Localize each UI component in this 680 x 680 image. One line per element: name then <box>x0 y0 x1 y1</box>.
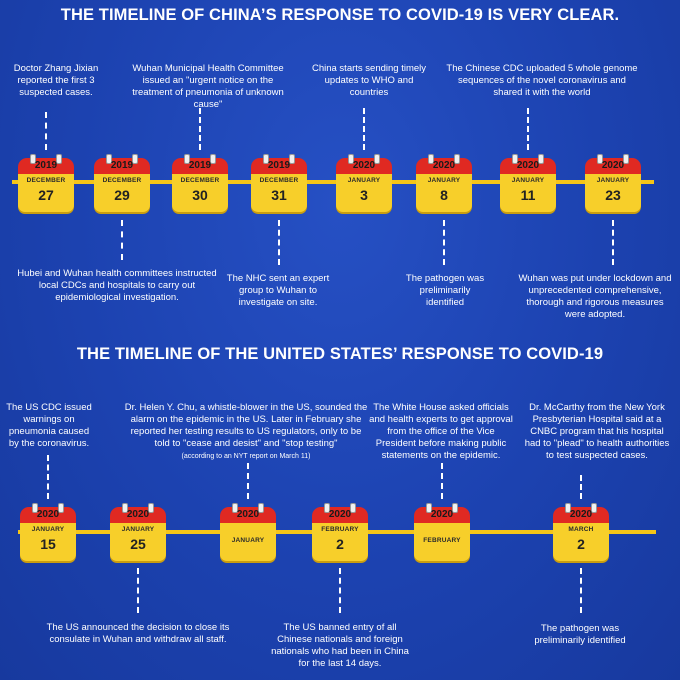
event-note-text: Dr. Helen Y. Chu, a whistle-blower in th… <box>124 402 368 449</box>
calendar-day: 3 <box>360 187 368 203</box>
calendar-month: DECEMBER <box>180 177 220 184</box>
calendar-month: JANUARY <box>596 177 630 184</box>
calendar-day: 15 <box>40 536 56 552</box>
calendar-day: 27 <box>38 187 54 203</box>
calendar-month: FEBRUARY <box>423 537 461 544</box>
connector-line <box>278 220 280 265</box>
event-note-source: (according to an NYT report on March 11) <box>181 453 311 460</box>
calendar-month: DECEMBER <box>102 177 142 184</box>
event-note: Doctor Zhang Jixian reported the first 3… <box>13 63 99 98</box>
event-note: The US CDC issued warnings on pneumonia … <box>6 402 92 449</box>
calendar-icon: 2020 MARCH 2 <box>553 503 609 561</box>
connector-line <box>137 568 139 613</box>
calendar-month: JANUARY <box>121 526 155 533</box>
calendar-year: 2020 <box>36 509 60 520</box>
calendar-icon: 2020 FEBRUARY <box>414 503 470 561</box>
event-note: The NHC sent an expert group to Wuhan to… <box>226 273 330 308</box>
china-title: THE TIMELINE OF CHINA’S RESPONSE TO COVI… <box>60 6 620 24</box>
connector-line <box>339 568 341 613</box>
calendar-year: 2019 <box>34 160 58 171</box>
calendar-icon: 2020 JANUARY 23 <box>585 154 641 212</box>
calendar-icon: 2020 FEBRUARY 2 <box>312 503 368 561</box>
calendar-month: JANUARY <box>31 526 65 533</box>
us-title: THE TIMELINE OF THE UNITED STATES’ RESPO… <box>76 345 604 363</box>
calendar-year: 2020 <box>236 509 260 520</box>
calendar-icon: 2020 JANUARY 8 <box>416 154 472 212</box>
calendar-icon: 2020 JANUARY 3 <box>336 154 392 212</box>
connector-line <box>527 108 529 150</box>
calendar-icon: 2019 DECEMBER 31 <box>251 154 307 212</box>
calendar-day: 31 <box>271 187 287 203</box>
calendar-month: DECEMBER <box>259 177 299 184</box>
event-note: The pathogen was preliminarily identifie… <box>405 273 485 308</box>
calendar-year: 2020 <box>352 160 376 171</box>
calendar-year: 2020 <box>430 509 454 520</box>
event-note: Hubei and Wuhan health committees instru… <box>17 268 217 303</box>
calendar-icon: 2019 DECEMBER 30 <box>172 154 228 212</box>
calendar-year: 2019 <box>110 160 134 171</box>
connector-line <box>580 475 582 499</box>
calendar-day: 25 <box>130 536 146 552</box>
calendar-month: DECEMBER <box>26 177 66 184</box>
event-note: The US announced the decision to close i… <box>46 622 230 645</box>
calendar-icon: 2020 JANUARY 15 <box>20 503 76 561</box>
calendar-day: 8 <box>440 187 448 203</box>
calendar-day: 23 <box>605 187 621 203</box>
connector-line <box>47 455 49 499</box>
event-note: The Chinese CDC uploaded 5 whole genome … <box>446 63 638 98</box>
connector-line <box>363 108 365 150</box>
connector-line <box>199 108 201 150</box>
calendar-year: 2020 <box>516 160 540 171</box>
calendar-month: JANUARY <box>231 537 265 544</box>
event-note: Wuhan was put under lockdown and unprece… <box>518 273 672 320</box>
calendar-icon: 2020 JANUARY 11 <box>500 154 556 212</box>
china-timeline-line <box>12 180 654 184</box>
calendar-month: JANUARY <box>427 177 461 184</box>
event-note: Dr. Helen Y. Chu, a whistle-blower in th… <box>124 402 368 463</box>
calendar-icon: 2020 JANUARY 25 <box>110 503 166 561</box>
calendar-day: 29 <box>114 187 130 203</box>
event-note: The US banned entry of all Chinese natio… <box>271 622 409 669</box>
calendar-year: 2020 <box>569 509 593 520</box>
calendar-year: 2020 <box>432 160 456 171</box>
calendar-icon: 2019 DECEMBER 27 <box>18 154 74 212</box>
connector-line <box>45 112 47 150</box>
connector-line <box>121 220 123 260</box>
calendar-year: 2020 <box>328 509 352 520</box>
event-note: The pathogen was preliminarily identifie… <box>534 623 626 646</box>
connector-line <box>247 463 249 499</box>
calendar-day: 2 <box>336 536 344 552</box>
calendar-year: 2020 <box>126 509 150 520</box>
calendar-year: 2020 <box>601 160 625 171</box>
calendar-day: 11 <box>520 187 536 203</box>
event-note: Dr. McCarthy from the New York Presbyter… <box>524 402 670 461</box>
calendar-day: 30 <box>192 187 208 203</box>
calendar-year: 2019 <box>188 160 212 171</box>
calendar-month: JANUARY <box>511 177 545 184</box>
calendar-month: JANUARY <box>347 177 381 184</box>
event-note: The White House asked officials and heal… <box>369 402 513 461</box>
calendar-day: 2 <box>577 536 585 552</box>
calendar-icon: 2019 DECEMBER 29 <box>94 154 150 212</box>
calendar-month: MARCH <box>568 526 594 533</box>
connector-line <box>441 463 443 499</box>
calendar-icon: 2020 JANUARY <box>220 503 276 561</box>
calendar-month: FEBRUARY <box>321 526 359 533</box>
connector-line <box>580 568 582 613</box>
connector-line <box>612 220 614 265</box>
event-note: Wuhan Municipal Health Committee issued … <box>132 63 284 110</box>
calendar-year: 2019 <box>267 160 291 171</box>
connector-line <box>443 220 445 265</box>
event-note: China starts sending timely updates to W… <box>311 63 427 98</box>
